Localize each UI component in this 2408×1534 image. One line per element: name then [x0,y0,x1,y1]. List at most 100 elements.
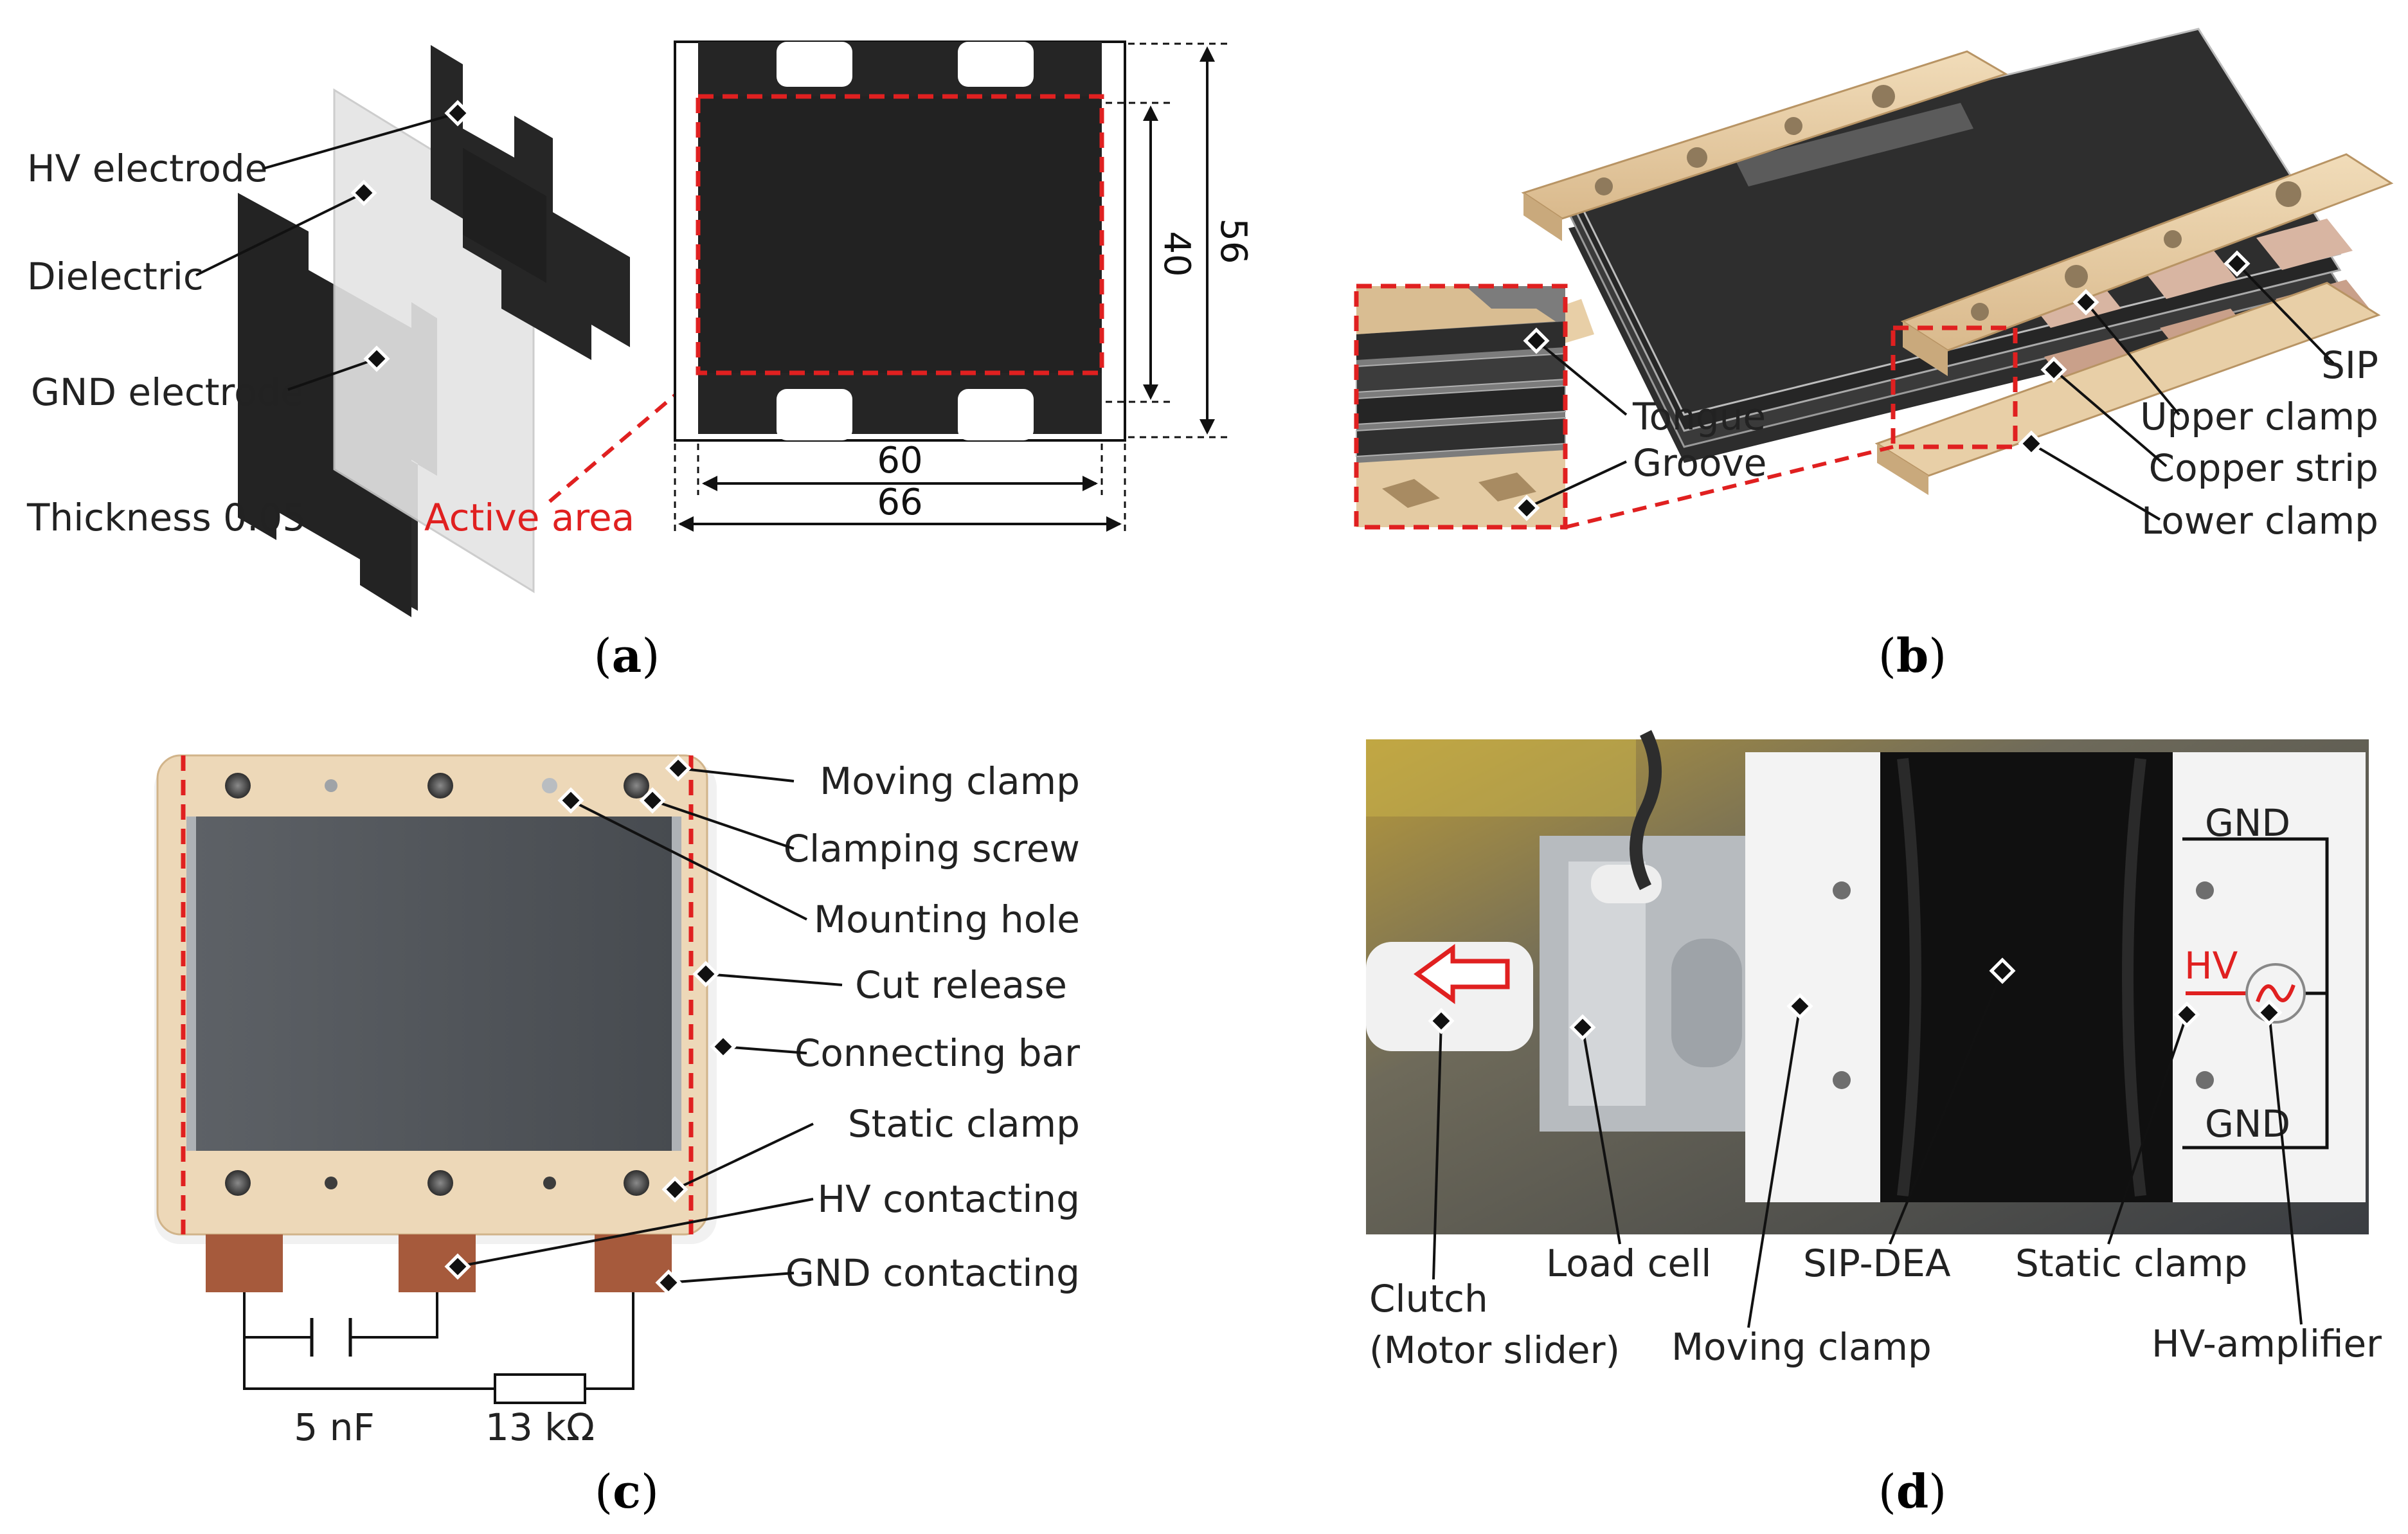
dim-60-text: 60 [877,440,922,482]
static-clamp-marker-d [2173,1001,2200,1028]
top-hole-1 [325,779,337,792]
panel-d: GND HV GND Clutch (Motor slider) Load ce… [1366,730,2382,1519]
upper-clamp-bar-front-side [1903,321,1948,376]
mounting-hole-leader [570,799,807,921]
membrane-wrinkle-1 [1897,757,1921,1197]
circuit-wire-bottom [243,1337,495,1390]
sip-leader [2236,262,2335,365]
top-tab-cutout-right [958,42,1034,87]
groove-marker [1513,494,1540,521]
clutch-marker [1428,1007,1455,1034]
copper-strip-label: Copper strip [2149,446,2378,490]
ac-source-sine [2256,984,2296,1003]
upper-clamp-bar-front [1900,153,2394,352]
active-area-callout-line [548,374,699,503]
lower-clamp-leader [2030,442,2161,521]
gnd-contacting-leader [668,1272,795,1284]
hv-electrode-leader [263,112,458,170]
gnd-bottom-label: GND [2205,1102,2290,1146]
membrane-wrinkle-2 [2122,757,2146,1197]
static-clamp-marker-c [661,1176,688,1203]
moving-clamp-marker-c [665,755,692,782]
tongue-label: Tongue [1632,395,1766,438]
zoom-callout-line [1565,445,1894,529]
caption-a: (a) [594,628,660,683]
bottom-hole-2 [543,1177,556,1189]
groove-leader [1526,460,1627,509]
test-rig-photo: GND HV GND [1366,730,2369,1234]
static-clamp-leader-c [674,1123,814,1191]
moving-clamp-leader-c [678,767,795,782]
moving-clamp-label-c: Moving clamp [820,759,1080,803]
panel-a: HV electrode Dielectric GND electrode Th… [26,41,1254,683]
sip-frame-render [154,754,717,1292]
moving-clamp-screw-2 [1833,1071,1851,1089]
bottom-tab-cutout-left [777,389,852,440]
moving-clamp-screw-1 [1833,881,1851,899]
top-hole-2 [542,778,557,793]
static-clamp-screw-2 [2196,1071,2214,1089]
moving-clamp-leader-d [1747,1006,1801,1328]
dim-40-text: 40 [1156,231,1198,276]
front-bar-hole-3 [2164,230,2182,248]
moving-clamp-marker-d [1786,993,1813,1020]
back-bar-hole-1 [1595,177,1613,195]
clutch-label-line1: Clutch [1369,1277,1488,1321]
inset-sheet-1 [1356,321,1565,360]
copper-strip-leader [2053,368,2168,467]
dielectric-leader [195,192,364,276]
front-bar-hole-1 [1971,303,1989,321]
inset-dashed-border [1354,284,1568,530]
clutch-direction-arrow [1414,944,1510,1004]
hv-label: HV [2184,944,2238,988]
bottom-tab-cutout-right [958,389,1034,440]
hv-contacting-label: HV contacting [818,1177,1080,1221]
sip-marker [2224,250,2251,277]
lower-clamp-bar-side [1877,444,1928,495]
sip-dea-marker [1989,957,2016,984]
bottom-hole-1 [325,1177,337,1189]
hv-electrode-label: HV electrode [27,147,267,190]
circuit-wire-right [585,1292,634,1390]
gnd-contacting-label: GND contacting [786,1251,1080,1295]
load-cell-slot [1671,939,1742,1067]
circuit-wire-left [243,1292,312,1339]
connecting-bar-leader [723,1045,807,1054]
hv-contacting-marker [444,1253,471,1280]
clamping-screw-marker [639,787,666,814]
load-cell-leader [1581,1027,1621,1245]
contact-circuit: 5 nF 13 kΩ [243,1292,634,1449]
mounting-hole-label: Mounting hole [814,898,1080,941]
hv-amplifier-label: HV-amplifier [2152,1322,2382,1366]
gnd-electrode-marker [363,345,390,372]
bottom-screw-2 [427,1170,453,1196]
gnd-contacting-marker [655,1269,682,1296]
upper-clamp-bar-back-side [1523,193,1562,241]
connecting-bar-label: Connecting bar [795,1031,1080,1075]
sip-stack-3d [1567,28,2342,463]
hv-amplifier-leader [2268,1012,2303,1325]
upper-clamp-leader [2085,301,2180,416]
cut-release-label: Cut release [855,963,1067,1007]
electrode-top-view: 60 66 40 56 [674,41,1254,534]
moving-clamp-label-d: Moving clamp [1671,1325,1932,1369]
top-screw-2 [427,773,453,799]
clamping-screw-label: Clamping screw [784,827,1080,871]
tongue-marker [1523,327,1550,354]
inset-groove-detail-1 [1382,479,1440,508]
clamping-screw-leader [652,799,795,850]
load-cell-cable [1630,730,1662,890]
clutch-label-line2: (Motor slider) [1369,1328,1620,1372]
capacitor-value: 5 nF [294,1405,374,1449]
photo-bg-yellow [1366,739,1636,817]
mounting-hole-marker [557,787,584,814]
load-cell-marker [1569,1014,1596,1041]
top-screw-1 [225,773,251,799]
cut-release-marker [692,961,719,988]
top-screw-3 [624,773,649,799]
tongue-groove-zoom-inset [1354,284,1568,530]
dim-56-text: 56 [1212,218,1254,264]
hv-amplifier-marker [2256,999,2283,1026]
hv-contacting-leader [457,1198,814,1268]
